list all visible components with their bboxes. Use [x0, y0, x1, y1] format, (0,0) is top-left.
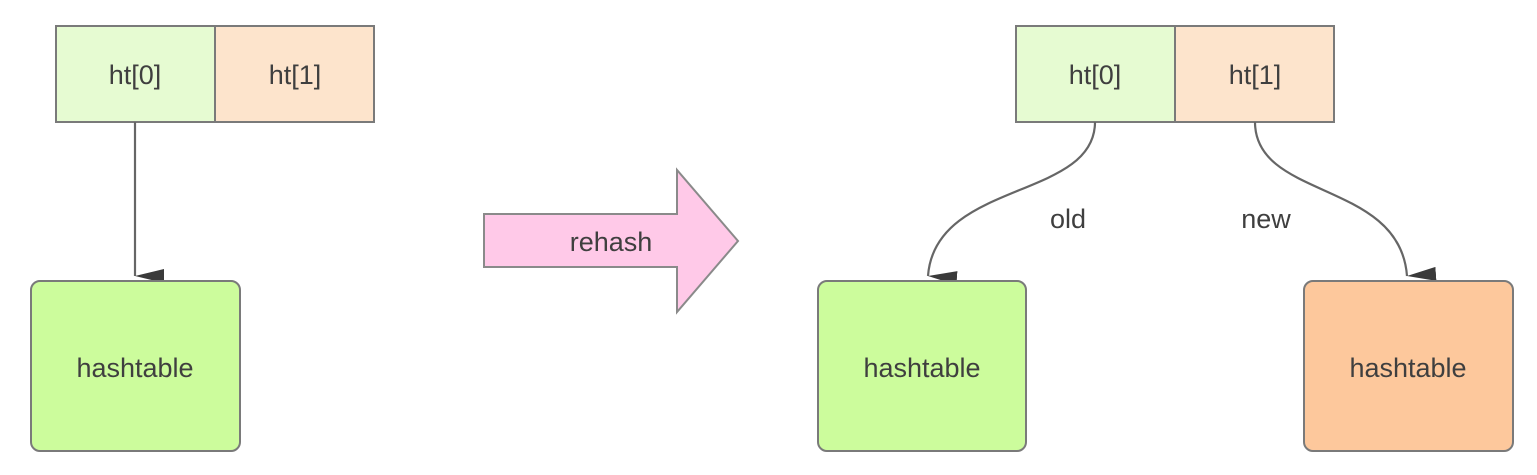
left-ht1-cell [214, 25, 375, 123]
left-ht1-label: ht[1] [269, 60, 322, 90]
rehash-arrow: rehash [483, 167, 740, 315]
rehash-label: rehash [570, 227, 653, 257]
left-hashtable-label: hashtable [76, 353, 193, 383]
left-ht0-label: ht[0] [109, 60, 162, 90]
left-dict: ht[0] ht[1] [55, 25, 375, 123]
old-hashtable-label: hashtable [863, 353, 980, 383]
right-ht0-label: ht[0] [1069, 60, 1122, 90]
rehash-arrow-shape [483, 167, 740, 315]
left-ht0-cell [55, 25, 216, 123]
new-pointer-edge [1253, 121, 1437, 281]
right-dict: ht[0] ht[1] [1015, 25, 1335, 123]
left-hashtable: hashtable [30, 280, 241, 452]
right-ht1-label: ht[1] [1229, 60, 1282, 90]
old-edge-label: old [1050, 204, 1086, 234]
old-hashtable: hashtable [817, 280, 1027, 452]
new-edge-label: new [1241, 204, 1291, 234]
right-ht1-cell [1174, 25, 1335, 123]
new-hashtable-label: hashtable [1349, 353, 1466, 383]
new-hashtable: hashtable [1303, 280, 1514, 452]
left-hashtable-box [30, 280, 241, 452]
old-hashtable-box [817, 280, 1027, 452]
old-pointer-edge [926, 121, 1097, 286]
new-hashtable-box [1303, 280, 1514, 452]
